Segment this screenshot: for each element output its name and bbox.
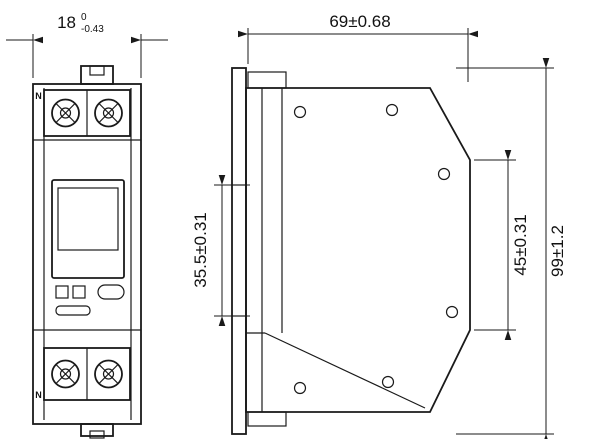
housing-screw	[293, 105, 307, 119]
dim-overall-height-label: 99±1.2	[548, 225, 567, 277]
housing-screw	[385, 103, 399, 117]
dim-width-tol-lower: -0.43	[81, 24, 104, 35]
dim-front-height-label: 45±0.31	[511, 214, 530, 275]
housing-screw	[437, 167, 451, 181]
front-view: N N	[32, 65, 142, 439]
dim-width-tol-upper: 0	[81, 12, 87, 23]
button-right	[72, 285, 86, 299]
bottom-clip-slider	[89, 430, 105, 439]
housing-screw	[293, 381, 307, 395]
terminal-screw	[51, 98, 80, 128]
housing-screw	[445, 305, 459, 319]
terminal-screw	[94, 98, 123, 128]
side-body-outline	[245, 87, 471, 413]
lcd-bezel	[51, 179, 125, 279]
terminal-block-bottom: N	[35, 347, 131, 401]
terminal-screw	[51, 359, 80, 389]
din-rail-plate	[231, 67, 247, 435]
button-left	[55, 285, 69, 299]
dim-overall-height: 99±1.2	[456, 58, 567, 439]
dim-rail-slot-label: 35.5±0.31	[191, 212, 210, 288]
lcd-display	[51, 179, 125, 279]
neutral-label-top: N	[35, 91, 42, 101]
dim-front-height: 45±0.31	[474, 150, 530, 340]
terminal-block-top: N	[35, 89, 131, 137]
indicator-oval	[97, 284, 125, 300]
bottom-mount-tab	[80, 423, 114, 437]
dim-width-label: 18	[57, 13, 76, 32]
side-view	[231, 67, 471, 435]
dim-depth: 69±0.68	[238, 12, 478, 82]
label-slot	[55, 305, 91, 316]
top-mount-tab-notch	[89, 65, 105, 76]
lcd-window	[57, 187, 119, 251]
terminal-screw	[94, 359, 123, 389]
side-cover-diagonal	[264, 332, 426, 409]
side-top-clip-block	[247, 71, 287, 89]
dim-depth-label: 69±0.68	[329, 12, 390, 31]
housing-screw	[381, 375, 395, 389]
dim-width: 18 0 -0.43	[6, 12, 168, 78]
dim-rail-slot: 35.5±0.31	[191, 175, 250, 326]
side-bottom-clip-block	[247, 411, 287, 427]
neutral-label-bottom: N	[35, 390, 42, 400]
